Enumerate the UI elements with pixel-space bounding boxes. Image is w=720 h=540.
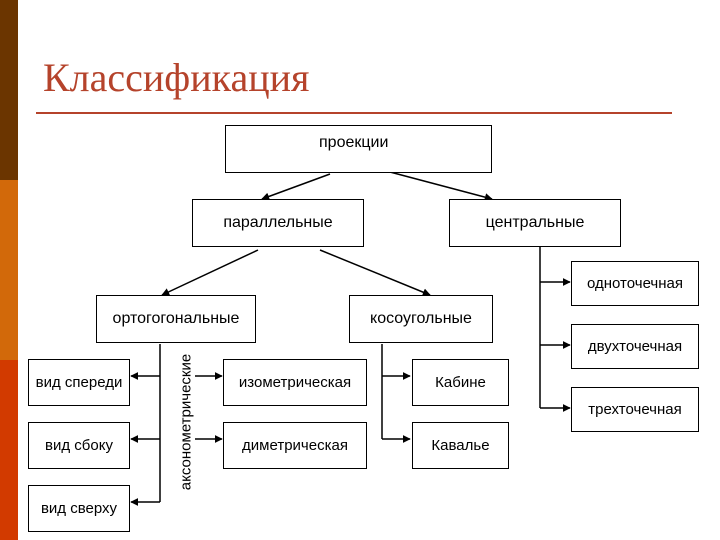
box-isometric: изометрическая bbox=[223, 359, 367, 406]
arrow-parallel-orthogonal bbox=[161, 249, 259, 296]
box-cavalier: Кавалье bbox=[412, 422, 509, 469]
box-central: центральные bbox=[449, 199, 621, 247]
box-dimetric: диметрическая bbox=[223, 422, 367, 469]
arrow-parallel-oblique bbox=[319, 249, 431, 296]
accent-bar-top bbox=[0, 0, 18, 180]
accent-bar-middle bbox=[0, 180, 18, 360]
box-one-point: одноточечная bbox=[571, 261, 699, 306]
box-oblique: косоугольные bbox=[349, 295, 493, 343]
arrow-root-central bbox=[389, 171, 493, 202]
box-cabinet: Кабине bbox=[412, 359, 509, 406]
slide-title: Классификация bbox=[43, 55, 310, 100]
box-three-point: трехточечная bbox=[571, 387, 699, 432]
box-top-view: вид сверху bbox=[28, 485, 130, 532]
label-axonometric: аксонометрические bbox=[177, 353, 195, 491]
box-orthogonal: ортогогональные bbox=[96, 295, 256, 343]
title-underline bbox=[36, 112, 672, 114]
accent-bar-bottom bbox=[0, 360, 18, 540]
box-front-view: вид спереди bbox=[28, 359, 130, 406]
arrow-root-parallel bbox=[261, 173, 331, 201]
box-side-view: вид сбоку bbox=[28, 422, 130, 469]
box-two-point: двухточечная bbox=[571, 324, 699, 369]
box-projections: проекции bbox=[225, 125, 492, 173]
box-parallel: параллельные bbox=[192, 199, 364, 247]
